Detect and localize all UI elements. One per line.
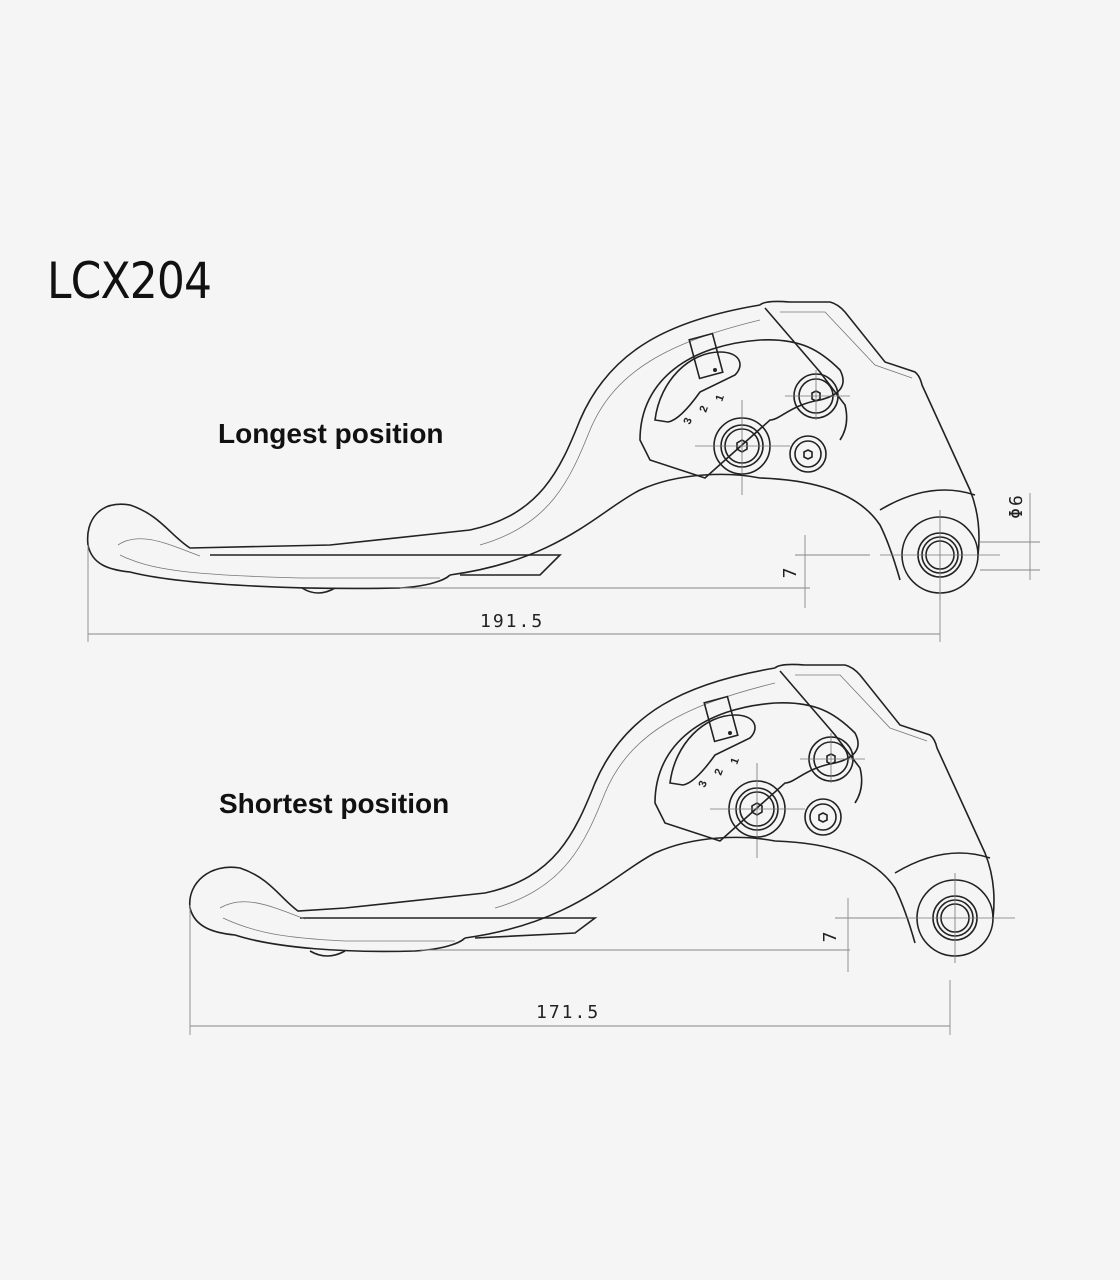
- length-dimension: 171.5: [536, 1002, 600, 1023]
- position-1: 1: [714, 393, 727, 403]
- offset-dimension: 7: [820, 930, 841, 943]
- dimensions-shortest: 171.5 7 3 2 1: [189, 756, 951, 1035]
- position-2: 2: [713, 767, 726, 777]
- length-dimension: 191.5: [480, 611, 544, 632]
- shortest-position-label: Shortest position: [219, 788, 450, 819]
- dimensions-longest: 191.5 7 Φ6 3 2 1: [87, 393, 1040, 642]
- diameter-dimension: Φ6: [1006, 493, 1027, 519]
- product-title: LCX204: [47, 252, 212, 310]
- offset-dimension: 7: [780, 566, 801, 579]
- position-2: 2: [698, 404, 711, 414]
- position-1: 1: [729, 756, 742, 766]
- position-3: 3: [682, 416, 695, 426]
- lever-longest: [86, 300, 1001, 601]
- lever-shortest: [189, 663, 1016, 964]
- longest-position-label: Longest position: [218, 418, 444, 449]
- position-3: 3: [697, 779, 710, 789]
